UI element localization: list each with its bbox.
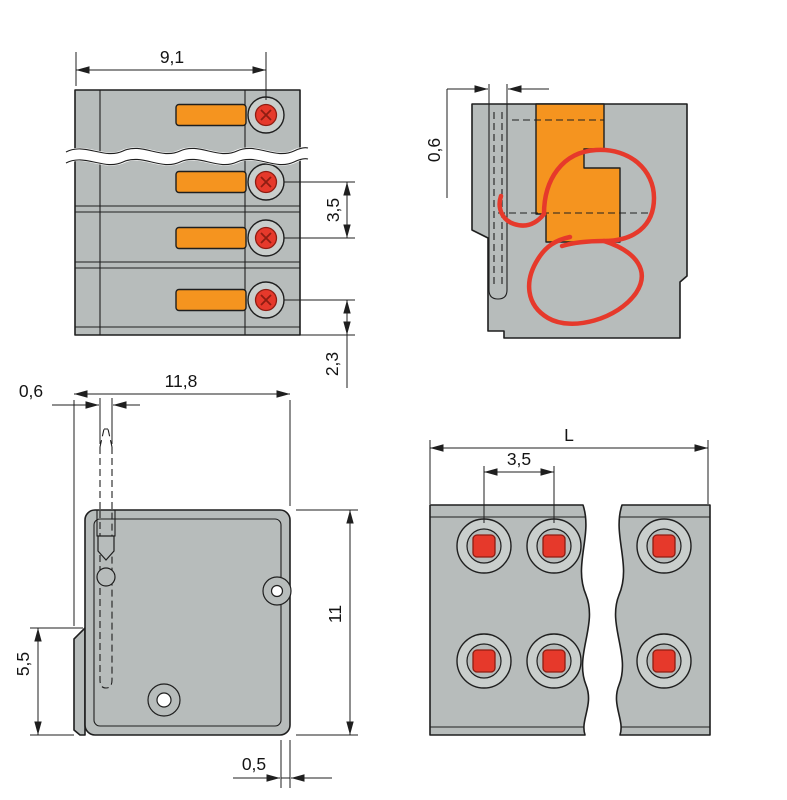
bottom-view: L 3,5 [429,425,711,736]
dim-side-pin-length: 5,5 [13,627,83,736]
strip-right-block [614,504,711,736]
dim-front-bottom-offset: 2,3 [284,299,355,388]
contact-opening [247,281,285,319]
side-view: 0,6 11,8 11 5,5 0, [13,371,358,788]
dim-label: 11 [325,605,345,623]
conductor-slot [488,104,508,300]
pin-contact-circle [96,567,116,587]
contact-opening [247,96,285,134]
inner-contour [93,518,282,727]
clamp-unit [456,518,512,574]
boss-hole [156,692,172,708]
dim-label: 5,5 [13,652,33,676]
dim-side-pin-width: 0,6 [19,381,140,444]
dim-label: 0,5 [242,754,266,774]
clamp-point [97,535,115,561]
contact-red [542,534,566,558]
break-line [59,146,315,166]
mounting-foot [73,627,86,736]
dim-bottom-overall-length: L [429,425,709,504]
dim-front-overall-width: 9,1 [75,47,267,100]
push-button [175,288,247,312]
housing-side-outline [84,509,291,736]
contact-red [652,534,676,558]
clamp-unit [456,633,512,689]
clamp-unit [526,633,582,689]
ear-hole [270,584,284,598]
clamp-unit [526,518,582,574]
dim-side-overall-depth: 11,8 [73,371,291,626]
front-view: 9,1 3,5 2,3 [59,47,355,388]
dim-label: 3,5 [323,198,343,222]
latch-ear [262,576,292,606]
solder-pin [96,428,116,689]
clamp-unit [636,518,692,574]
clamp-spring [497,147,657,326]
section-view: 0,6 [424,84,688,339]
dim-label: 0,6 [424,138,444,162]
push-button [175,103,247,127]
dim-label: 2,3 [322,352,342,376]
contact-red [472,534,496,558]
contact-red [472,649,496,673]
push-button [175,170,247,194]
dim-label: 9,1 [160,47,184,67]
contact-red [652,649,676,673]
dim-label: 3,5 [507,449,531,469]
contact-red [542,649,566,673]
dim-side-wall-offset: 0,5 [233,740,332,788]
clamp-unit [636,633,692,689]
dim-front-pole-pitch: 3,5 [284,181,355,239]
dim-bottom-contact-pitch: 3,5 [483,449,555,523]
bottom-boss [147,683,181,717]
dim-label: 11,8 [165,371,198,391]
contact-opening [247,219,285,257]
dim-side-overall-height: 11 [296,509,358,736]
dim-label: 0,6 [19,381,43,401]
dim-section-slot-width: 0,6 [424,84,549,198]
push-button [175,226,247,250]
dim-label: L [564,425,574,445]
contact-opening [247,163,285,201]
